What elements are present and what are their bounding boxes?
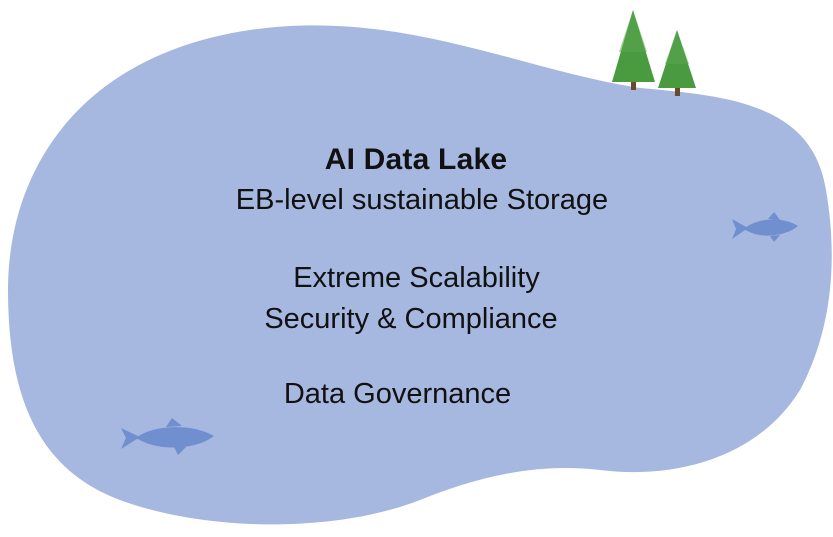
fish-icon	[732, 212, 798, 242]
fish-icon	[121, 418, 214, 455]
diagram-title: AI Data Lake	[324, 143, 508, 176]
feature-security: Security & Compliance	[264, 303, 558, 335]
tree-icon	[658, 30, 696, 96]
lake-shape	[8, 25, 832, 525]
tree-icon	[612, 10, 655, 90]
diagram-subtitle: EB-level sustainable Storage	[235, 184, 609, 216]
feature-governance: Data Governance	[283, 378, 512, 410]
feature-scalability: Extreme Scalability	[293, 262, 540, 294]
